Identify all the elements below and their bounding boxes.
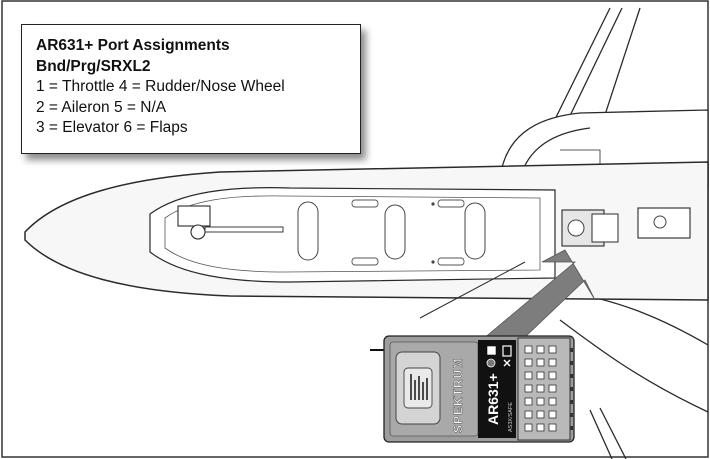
callout-row-1: 1 = Throttle 4 = Rudder/Nose Wheel xyxy=(36,78,285,95)
servo-plug-icon xyxy=(503,359,511,367)
callout-row-2: 2 = Aileron 5 = N/A xyxy=(36,98,167,116)
port-assignment-callout: AR631+ Port Assignments Bnd/Prg/SRXL2 1 … xyxy=(21,24,361,154)
status-led-icon xyxy=(486,358,496,368)
servo-pins xyxy=(524,345,557,432)
fuselage xyxy=(24,161,709,301)
callout-subtitle: Bnd/Prg/SRXL2 xyxy=(36,57,151,75)
connector-icon xyxy=(502,345,512,357)
callout-row-3: 3 = Elevator 6 = Flaps xyxy=(36,119,188,136)
receiver-small-print: AS3X/SAFE xyxy=(508,402,514,432)
receiver-model-text: AR631+ xyxy=(485,373,501,425)
receiver-leader-line xyxy=(419,261,526,319)
receiver: SPEKTRUM AR631+ AS3X/SAFE xyxy=(370,335,575,443)
pin-side-notches xyxy=(570,348,573,430)
callout-title: AR631+ Port Assignments xyxy=(36,37,230,54)
bind-port-icon xyxy=(486,345,497,356)
spektrum-logo-icon xyxy=(410,374,428,400)
brand-text: SPEKTRUM xyxy=(451,358,465,433)
